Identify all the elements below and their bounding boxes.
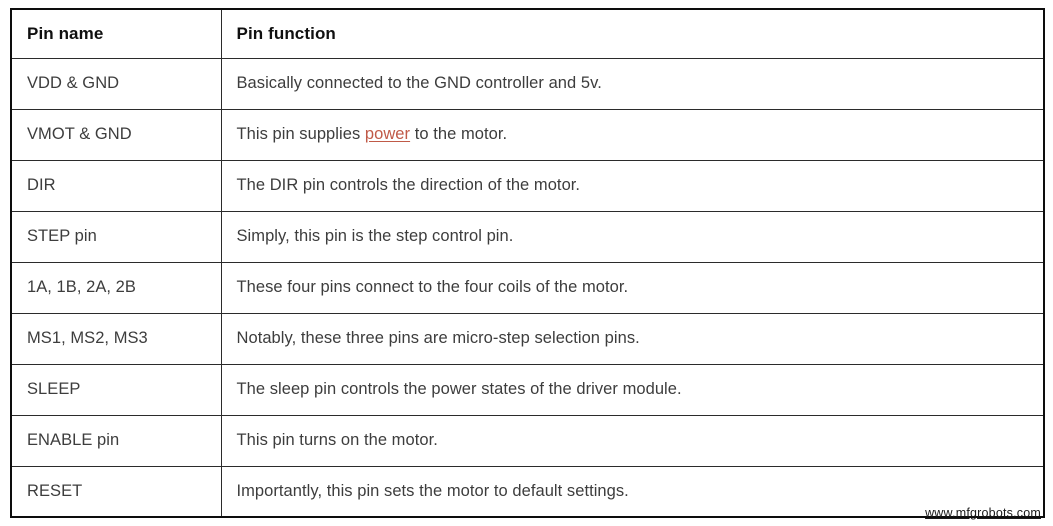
function-text: Importantly, this pin sets the motor to … <box>236 481 629 500</box>
cell-pin-function: Basically connected to the GND controlle… <box>220 57 1045 110</box>
cell-pin-name: VDD & GND <box>10 57 222 110</box>
function-text: The DIR pin controls the direction of th… <box>236 176 581 194</box>
cell-pin-function: This pin turns on the motor. <box>220 414 1045 467</box>
table-row: STEP pin Simply, this pin is the step co… <box>10 210 1045 263</box>
site-watermark: www.mfgrobots.com <box>925 506 1041 520</box>
table-header-row: Pin name Pin function <box>10 8 1045 59</box>
cell-pin-name: ENABLE pin <box>10 414 222 467</box>
cell-pin-name: SLEEP <box>10 363 222 416</box>
table-row: VDD & GND Basically connected to the GND… <box>10 57 1045 110</box>
table-row: 1A, 1B, 2A, 2B These four pins connect t… <box>10 261 1045 314</box>
function-text: The sleep pin controls the power states … <box>236 380 682 398</box>
function-text: Notably, these three pins are micro-step… <box>236 329 640 347</box>
cell-pin-function: This pin supplies power to the motor. <box>220 108 1045 161</box>
table-row: SLEEP The sleep pin controls the power s… <box>10 363 1045 416</box>
table-row: MS1, MS2, MS3 Notably, these three pins … <box>10 312 1045 365</box>
cell-pin-name: STEP pin <box>10 210 222 263</box>
table-row: DIR The DIR pin controls the direction o… <box>10 159 1045 212</box>
column-header-pin-name: Pin name <box>10 8 222 59</box>
function-text: Simply, this pin is the step control pin… <box>236 227 514 245</box>
cell-pin-name: VMOT & GND <box>10 108 222 161</box>
cell-pin-name: MS1, MS2, MS3 <box>10 312 222 365</box>
table-row: RESET Importantly, this pin sets the mot… <box>10 465 1045 518</box>
cell-pin-function: Notably, these three pins are micro-step… <box>220 312 1045 365</box>
cell-pin-function: These four pins connect to the four coil… <box>220 261 1045 314</box>
table-row: VMOT & GND This pin supplies power to th… <box>10 108 1045 161</box>
function-text-prefix: This pin supplies <box>236 125 365 143</box>
pin-description-table: Pin name Pin function VDD & GND Basicall… <box>10 8 1045 518</box>
cell-pin-function: Importantly, this pin sets the motor to … <box>220 465 1045 518</box>
cell-pin-function: Simply, this pin is the step control pin… <box>220 210 1045 263</box>
pin-table-container: Pin name Pin function VDD & GND Basicall… <box>10 8 1045 518</box>
column-header-pin-function: Pin function <box>220 8 1045 59</box>
table-header: Pin name Pin function <box>10 8 1045 59</box>
clipped-text-sliver-bottom <box>430 516 730 526</box>
function-text: This pin turns on the motor. <box>236 431 438 449</box>
table-row: ENABLE pin This pin turns on the motor. <box>10 414 1045 467</box>
function-text: Basically connected to the GND controlle… <box>236 74 602 92</box>
function-text: These four pins connect to the four coil… <box>236 278 629 296</box>
cell-pin-name: DIR <box>10 159 222 212</box>
clipped-text-sliver-top <box>300 0 720 7</box>
table-body: VDD & GND Basically connected to the GND… <box>10 57 1045 518</box>
cell-pin-function: The DIR pin controls the direction of th… <box>220 159 1045 212</box>
power-link[interactable]: power <box>364 125 411 143</box>
function-text-suffix: to the motor. <box>410 125 508 143</box>
cell-pin-function: The sleep pin controls the power states … <box>220 363 1045 416</box>
cell-pin-name: 1A, 1B, 2A, 2B <box>10 261 222 314</box>
cell-pin-name: RESET <box>10 465 222 518</box>
